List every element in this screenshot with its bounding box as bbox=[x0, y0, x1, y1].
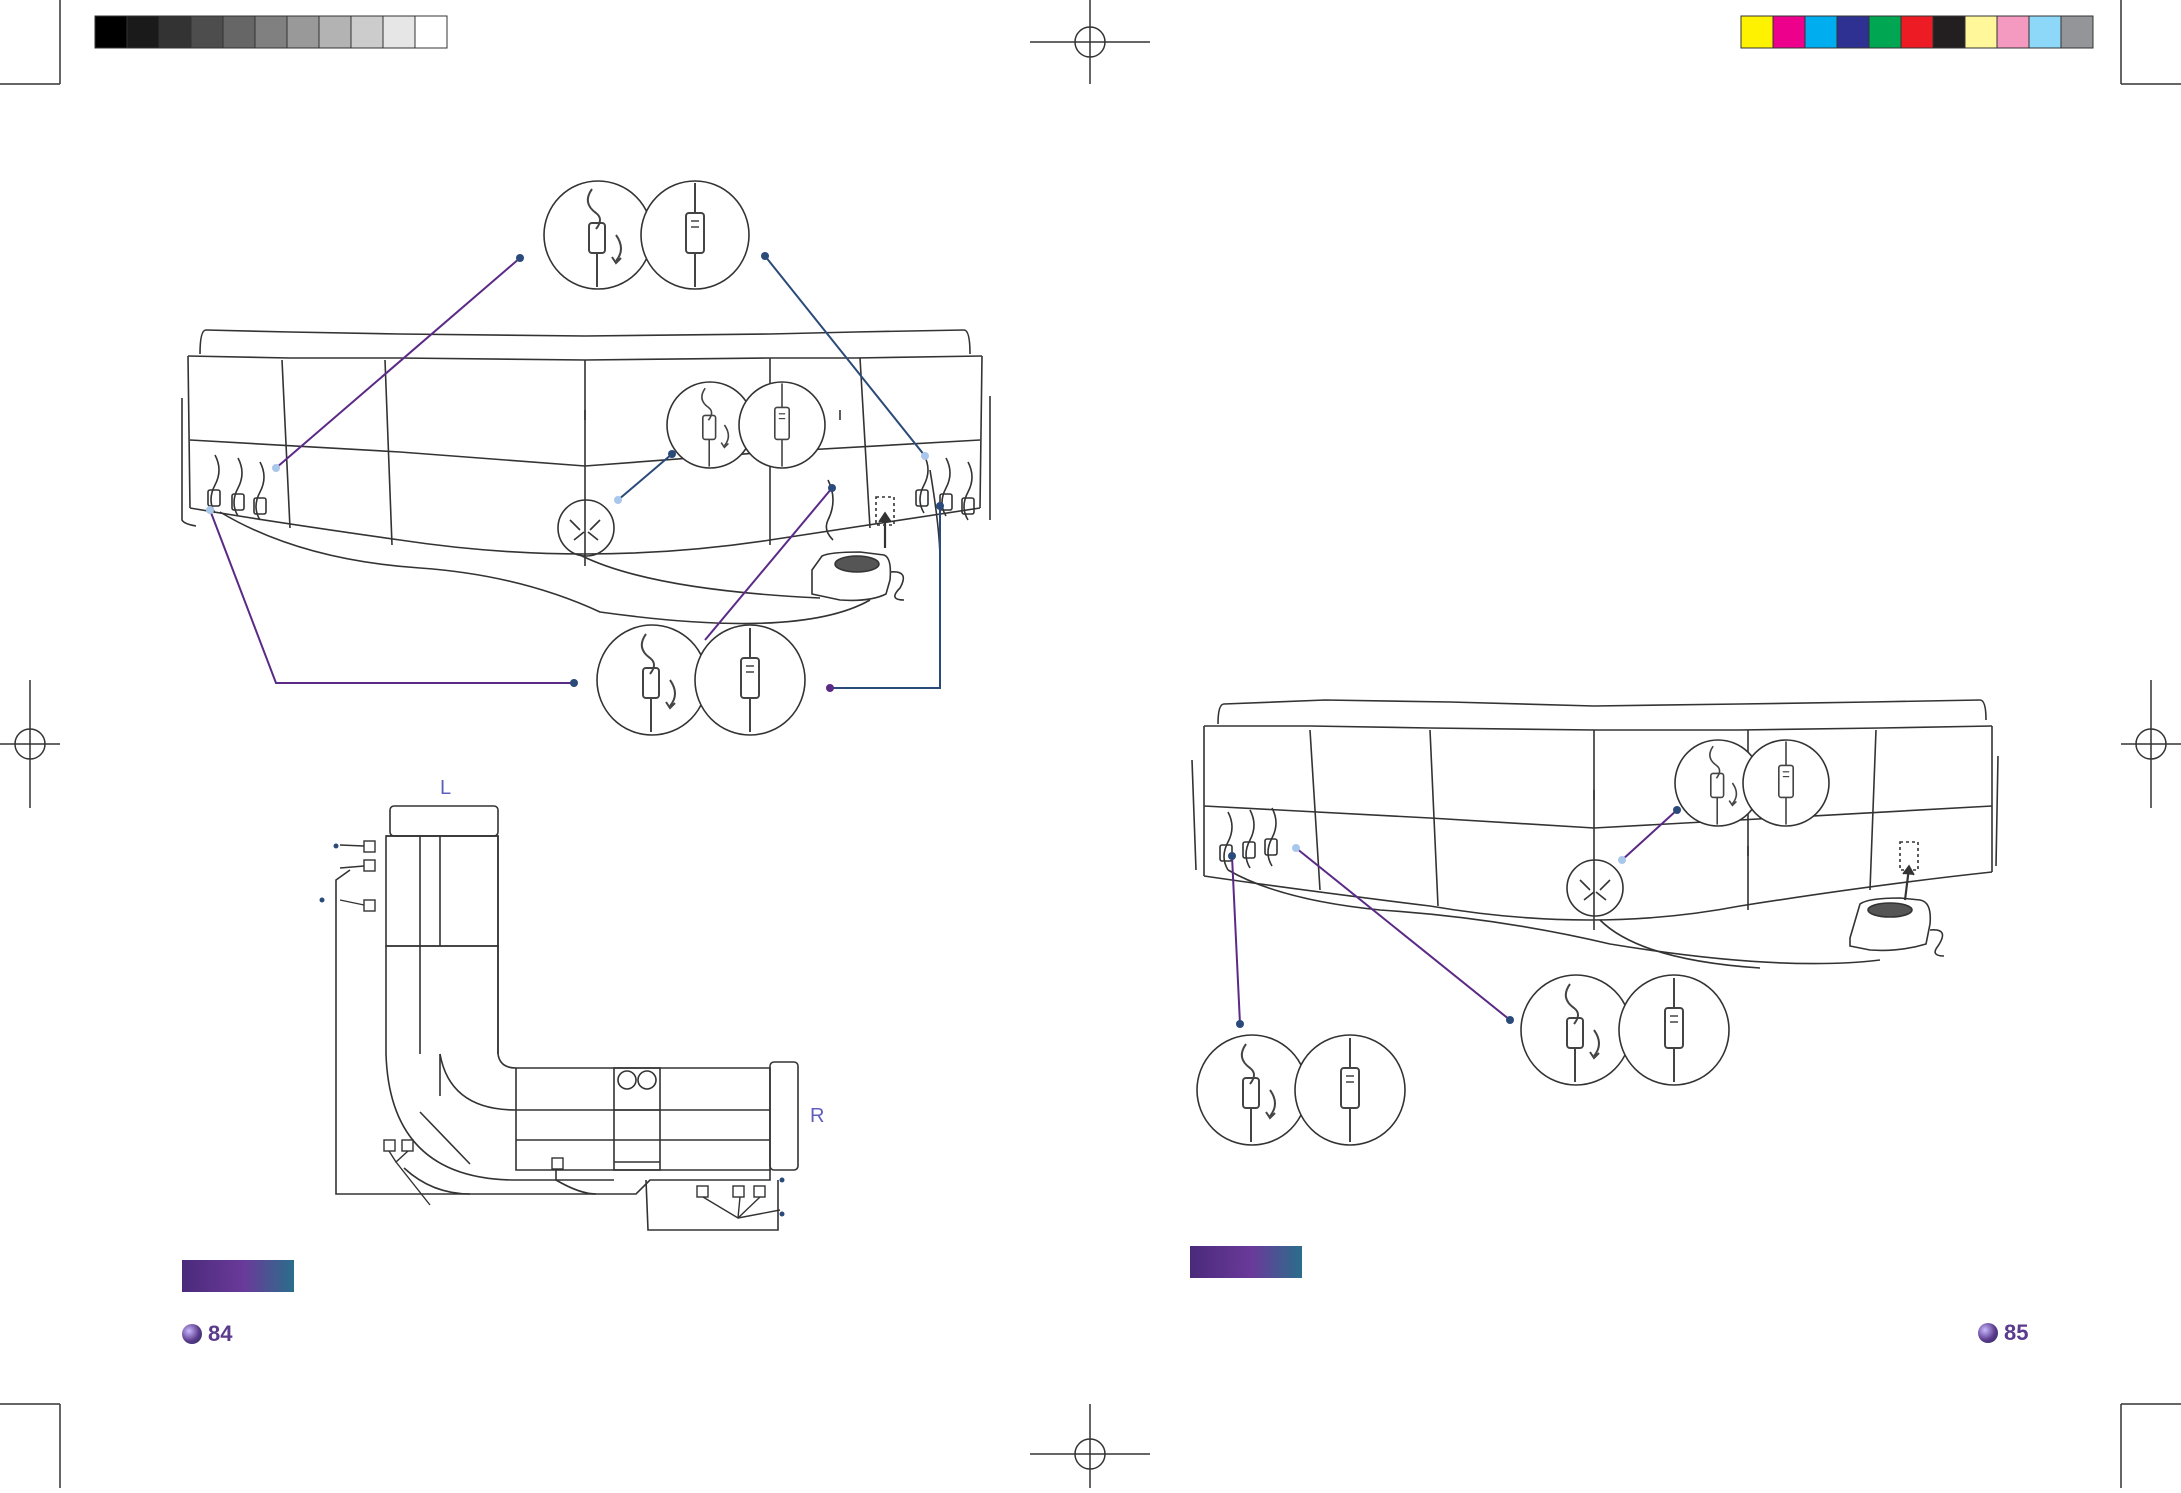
page-orb-icon bbox=[1978, 1323, 1998, 1343]
color-swatch bbox=[1837, 16, 1869, 48]
color-swatch bbox=[127, 16, 159, 48]
color-swatch bbox=[287, 16, 319, 48]
footer-bands bbox=[182, 1246, 1998, 1292]
color-swatch bbox=[191, 16, 223, 48]
sectional-floor-plan bbox=[336, 806, 798, 1230]
page-number-left: 84 bbox=[182, 1321, 232, 1347]
process-color-bar bbox=[1741, 16, 2093, 48]
page-number-left-text: 84 bbox=[208, 1321, 232, 1346]
color-swatch bbox=[95, 16, 127, 48]
label-left: L bbox=[440, 777, 451, 800]
color-swatch bbox=[1965, 16, 1997, 48]
connector-plug-icon bbox=[544, 181, 825, 735]
color-swatch bbox=[1869, 16, 1901, 48]
label-right: R bbox=[810, 1105, 824, 1128]
page-number-right: 85 bbox=[1978, 1320, 2028, 1346]
left-sofa-illustration bbox=[182, 330, 990, 624]
color-swatch bbox=[1901, 16, 1933, 48]
grayscale-color-bar bbox=[95, 16, 447, 48]
left-callout-lines bbox=[206, 252, 944, 692]
power-supply-icon bbox=[812, 552, 904, 600]
color-swatch bbox=[1933, 16, 1965, 48]
right-sofa-illustration bbox=[1192, 700, 1998, 968]
color-swatch bbox=[2061, 16, 2093, 48]
connector-plug-icon bbox=[1197, 740, 1829, 1145]
color-swatch bbox=[255, 16, 287, 48]
left-connector-bundles bbox=[208, 455, 974, 556]
color-swatch bbox=[159, 16, 191, 48]
color-swatch bbox=[1741, 16, 1773, 48]
color-swatch bbox=[2029, 16, 2061, 48]
floor-plan-connectors bbox=[340, 841, 780, 1218]
color-swatch bbox=[1997, 16, 2029, 48]
color-swatch bbox=[415, 16, 447, 48]
color-swatch bbox=[351, 16, 383, 48]
color-swatch bbox=[1805, 16, 1837, 48]
color-swatch bbox=[383, 16, 415, 48]
color-swatch bbox=[1773, 16, 1805, 48]
color-swatch bbox=[319, 16, 351, 48]
color-swatch bbox=[223, 16, 255, 48]
page-orb-icon bbox=[182, 1324, 202, 1344]
page-number-right-text: 85 bbox=[2004, 1320, 2028, 1345]
